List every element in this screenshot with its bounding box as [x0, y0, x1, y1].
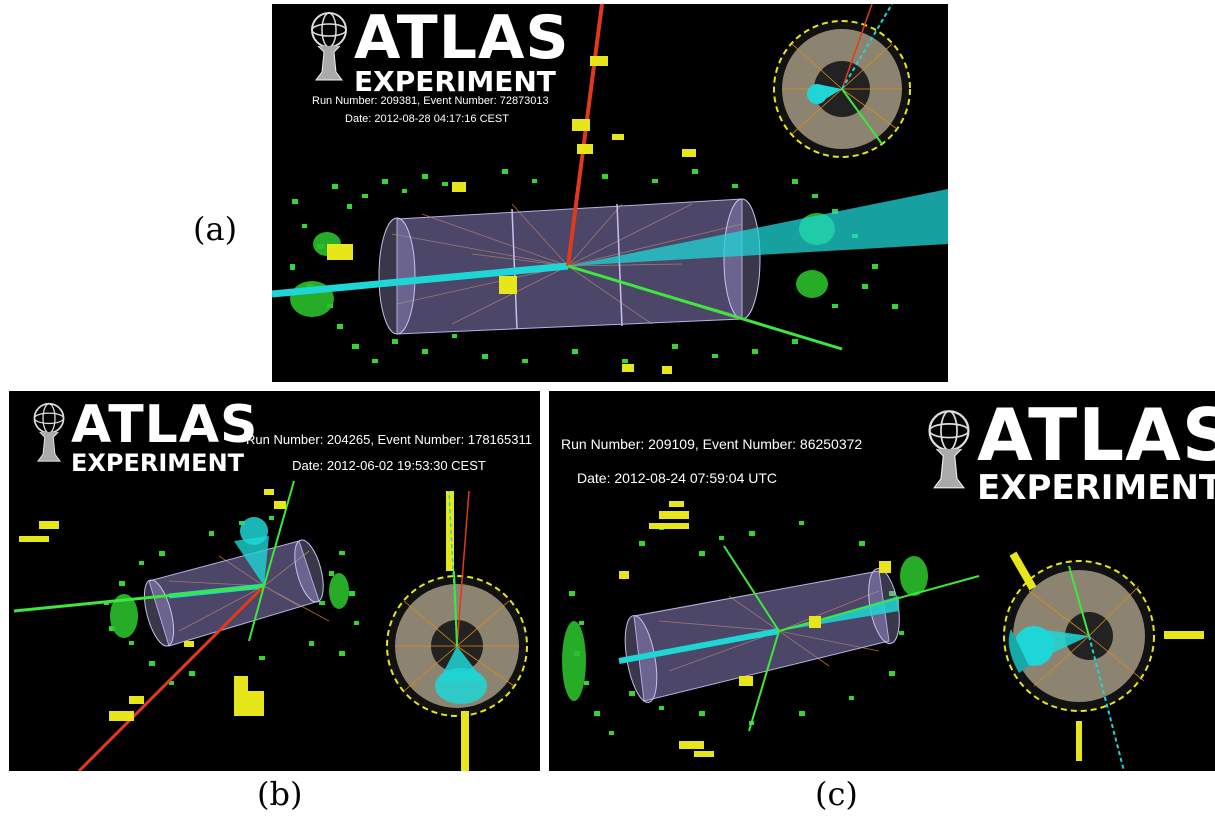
atlas-figure-icon — [928, 410, 970, 489]
event-display-a: ATLAS EXPERIMENT Run Number: 209381, Eve… — [272, 4, 948, 382]
logo-subtitle-c: EXPERIMENT — [977, 468, 1215, 508]
logo-subtitle-a: EXPERIMENT — [354, 65, 556, 98]
logo-title-b: ATLAS — [71, 395, 259, 455]
date-line-a: Date: 2012-08-28 04:17:16 CEST — [345, 113, 509, 125]
atlas-figure-icon — [311, 12, 347, 81]
panel-c-label: (c) — [815, 775, 858, 813]
date-line-c: Date: 2012-08-24 07:59:04 UTC — [577, 470, 778, 486]
panel-b-label: (b) — [257, 775, 303, 813]
atlas-logo-c: ATLAS EXPERIMENT — [909, 399, 1215, 505]
event-display-b-graphic — [13, 480, 528, 771]
logo-subtitle-b: EXPERIMENT — [71, 449, 245, 477]
run-line-c: Run Number: 209109, Event Number: 862503… — [561, 436, 863, 452]
run-line-b: Run Number: 204265, Event Number: 178165… — [246, 432, 532, 447]
logo-title-a: ATLAS — [354, 4, 570, 73]
event-display-c: Run Number: 209109, Event Number: 862503… — [549, 391, 1215, 771]
date-line-b: Date: 2012-06-02 19:53:30 CEST — [292, 458, 486, 473]
run-info-c: Run Number: 209109, Event Number: 862503… — [561, 427, 881, 495]
event-display-a-graphic — [272, 4, 948, 374]
run-info-a: Run Number: 209381, Event Number: 728730… — [312, 92, 549, 128]
event-display-b: ATLAS EXPERIMENT Run Number: 204265, Eve… — [9, 391, 540, 771]
run-info-b: Run Number: 204265, Event Number: 178165… — [241, 427, 537, 479]
run-line-a: Run Number: 209381, Event Number: 728730… — [312, 95, 549, 107]
atlas-logo-b: ATLAS EXPERIMENT — [19, 399, 259, 475]
logo-title-c: ATLAS — [977, 393, 1215, 477]
event-display-c-graphic — [562, 501, 1204, 771]
atlas-figure-icon — [33, 402, 65, 462]
panel-a-label: (a) — [193, 210, 238, 248]
atlas-logo-a: ATLAS EXPERIMENT — [294, 8, 570, 96]
